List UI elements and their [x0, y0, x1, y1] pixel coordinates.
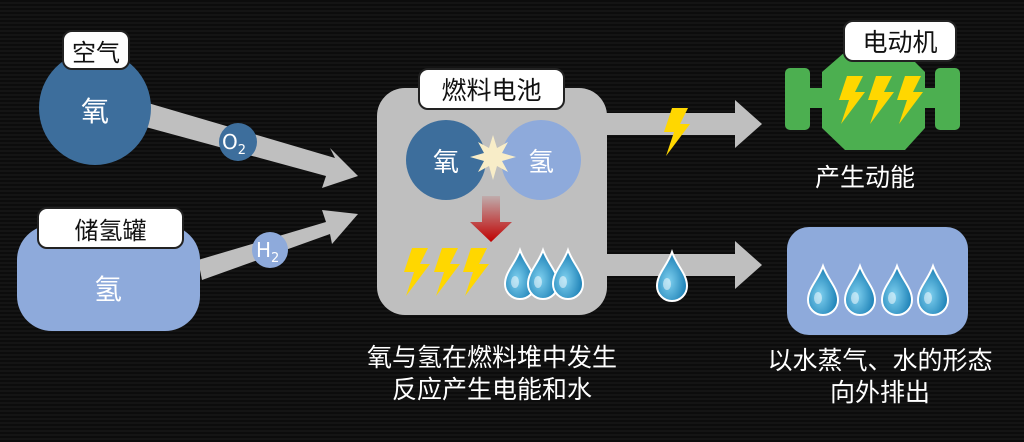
- fuel-cell-oxygen-text: 氧: [432, 147, 459, 178]
- o2-symbol: O: [222, 130, 238, 154]
- water-caption: 以水蒸气、水的形态 向外排出: [745, 345, 1015, 409]
- fuel-cell-caption: 氧与氢在燃料堆中发生 反应产生电能和水: [342, 342, 642, 406]
- motor-caption: 产生动能: [814, 163, 915, 192]
- h2-molecule-circle: [252, 232, 288, 268]
- electric-motor-icon: [785, 52, 960, 150]
- o2-molecule-circle: [219, 123, 257, 161]
- water-caption-line2: 向外排出: [829, 378, 930, 407]
- h2-formula: H2: [256, 238, 279, 266]
- motor-label: 电动机: [843, 20, 957, 62]
- water-drops-icon: [504, 249, 584, 300]
- reaction-spark-icon: [470, 135, 516, 180]
- fuel-cell-hydrogen-circle: [501, 120, 581, 200]
- o2-formula: O2: [222, 130, 246, 158]
- reaction-down-arrow-icon: [470, 196, 512, 242]
- oxygen-source-text: 氧: [80, 95, 109, 128]
- fuel-cell-oxygen-circle: [406, 120, 486, 200]
- fuel-cell-hydrogen-text: 氢: [527, 147, 554, 178]
- hydrogen-source-text: 氢: [93, 273, 122, 306]
- hydrogen-tank-label: 储氢罐: [37, 207, 184, 249]
- water-caption-line1: 以水蒸气、水的形态: [767, 346, 993, 375]
- h2-subscript: 2: [271, 251, 280, 266]
- o2-subscript: 2: [237, 143, 247, 158]
- fuel-cell-label: 燃料电池: [418, 68, 565, 110]
- oxygen-source-circle: [39, 51, 151, 165]
- water-output-arrow: [605, 241, 762, 289]
- air-label: 空气: [62, 30, 130, 70]
- hydrogen-tank: [17, 225, 200, 331]
- fuel-cell-caption-line1: 氧与氢在燃料堆中发生: [366, 343, 617, 372]
- h2-symbol: H: [256, 238, 272, 262]
- fuel-cell-caption-line2: 反应产生电能和水: [391, 375, 592, 404]
